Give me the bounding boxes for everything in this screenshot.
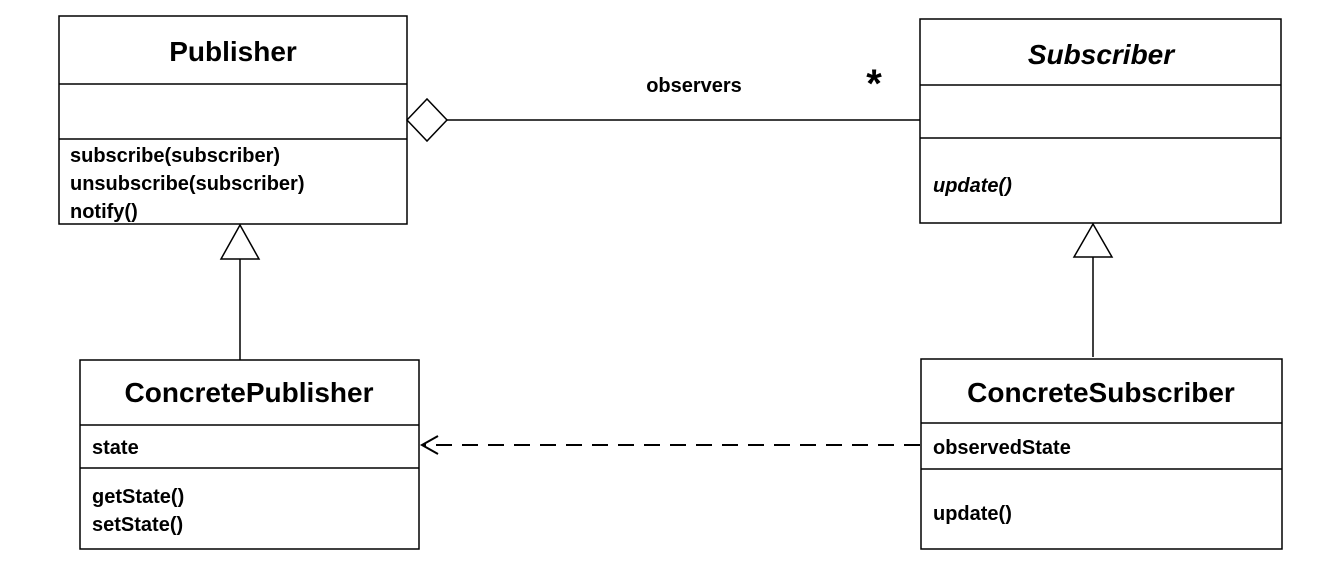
concrete-publisher-name: ConcretePublisher	[125, 377, 374, 408]
generalization-concrete-subscriber[interactable]	[1072, 222, 1114, 357]
concrete-publisher-operation: getState()	[92, 486, 184, 508]
concrete-publisher-attribute: state	[92, 437, 139, 459]
class-subscriber[interactable]: Subscriber update()	[919, 18, 1282, 224]
subscriber-box	[919, 18, 1282, 224]
concrete-subscriber-attribute: observedState	[933, 437, 1071, 459]
publisher-box	[58, 15, 408, 225]
dependency-observes[interactable]	[419, 435, 920, 455]
aggregation-role-label: observers	[646, 75, 742, 97]
concrete-subscriber-name: ConcreteSubscriber	[967, 377, 1235, 408]
concrete-subscriber-box	[920, 358, 1283, 550]
class-concrete-subscriber[interactable]: ConcreteSubscriber observedState update(…	[920, 358, 1283, 550]
concrete-publisher-box	[79, 359, 420, 550]
class-concrete-publisher[interactable]: ConcretePublisher state getState() setSt…	[79, 359, 420, 550]
subscriber-operation: update()	[933, 175, 1012, 197]
inheritance-triangle-icon	[219, 223, 261, 260]
aggregation-observers[interactable]: observers *	[405, 62, 920, 143]
publisher-operation: unsubscribe(subscriber)	[70, 173, 305, 195]
subscriber-name: Subscriber	[1028, 39, 1176, 70]
aggregation-diamond-icon	[405, 97, 449, 143]
generalization-concrete-publisher[interactable]	[219, 223, 261, 360]
concrete-subscriber-operation: update()	[933, 503, 1012, 525]
publisher-name: Publisher	[169, 36, 297, 67]
class-publisher[interactable]: Publisher subscribe(subscriber) unsubscr…	[58, 15, 408, 225]
aggregation-multiplicity: *	[866, 62, 882, 106]
open-arrowhead-icon	[419, 435, 439, 455]
publisher-operation: notify()	[70, 201, 138, 223]
publisher-operation: subscribe(subscriber)	[70, 145, 280, 167]
inheritance-triangle-icon	[1072, 222, 1114, 258]
concrete-publisher-operation: setState()	[92, 514, 183, 536]
